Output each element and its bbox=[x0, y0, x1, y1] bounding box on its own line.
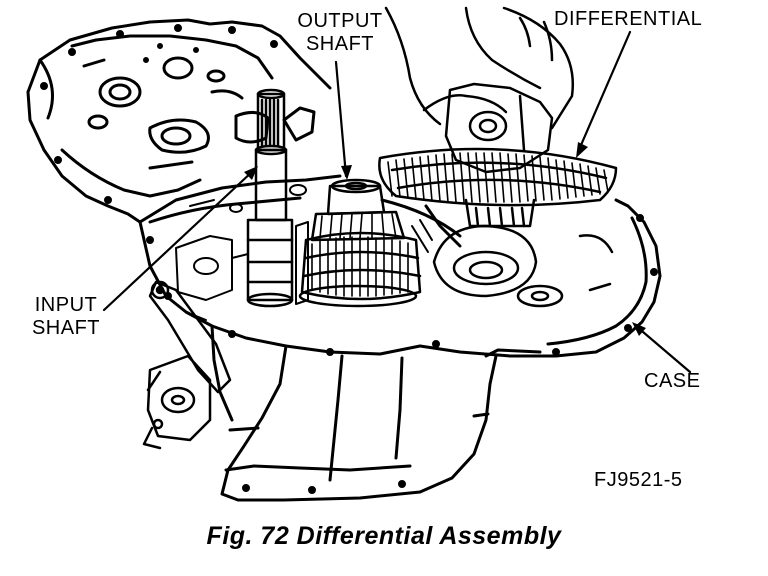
input-shaft-label-line-2: SHAFT bbox=[31, 317, 101, 339]
output-shaft-leader bbox=[334, 60, 348, 178]
output-shaft-label-line-2: SHAFT bbox=[305, 33, 375, 55]
input-shaft-arrowhead bbox=[244, 166, 258, 180]
case-arrowhead bbox=[632, 322, 646, 336]
figure-caption: Fig. 72 Differential Assembly bbox=[206, 522, 562, 550]
output-gear-teeth bbox=[311, 213, 409, 297]
output-shaft-assembly bbox=[298, 178, 422, 308]
input-shaft-label-line-1: INPUT bbox=[34, 294, 98, 316]
differential-leader bbox=[576, 30, 632, 154]
ring-gear-teeth bbox=[387, 152, 609, 203]
differential-bore bbox=[432, 224, 614, 308]
output-shaft-arrowhead bbox=[341, 165, 352, 180]
technician-hand bbox=[384, 6, 574, 130]
input-shaft bbox=[246, 88, 294, 308]
input-shaft-label: INPUT SHAFT bbox=[22, 294, 110, 340]
leader-lines bbox=[102, 30, 692, 374]
case-label: CASE bbox=[644, 370, 701, 392]
differential-label: DIFFERENTIAL bbox=[554, 8, 703, 30]
bell-housing-bolts bbox=[40, 24, 278, 204]
shift-linkage bbox=[142, 280, 232, 450]
differential-arrowhead bbox=[576, 142, 588, 158]
bell-housing bbox=[26, 18, 332, 224]
input-shaft-leader bbox=[102, 168, 256, 312]
output-shaft-label-line-1: OUTPUT bbox=[297, 10, 383, 32]
output-shaft-label: OUTPUT SHAFT bbox=[282, 10, 398, 56]
arrowheads bbox=[244, 142, 646, 336]
figure-id: FJ9521-5 bbox=[594, 469, 683, 491]
case-leader bbox=[634, 324, 692, 374]
internal-components bbox=[175, 184, 433, 321]
